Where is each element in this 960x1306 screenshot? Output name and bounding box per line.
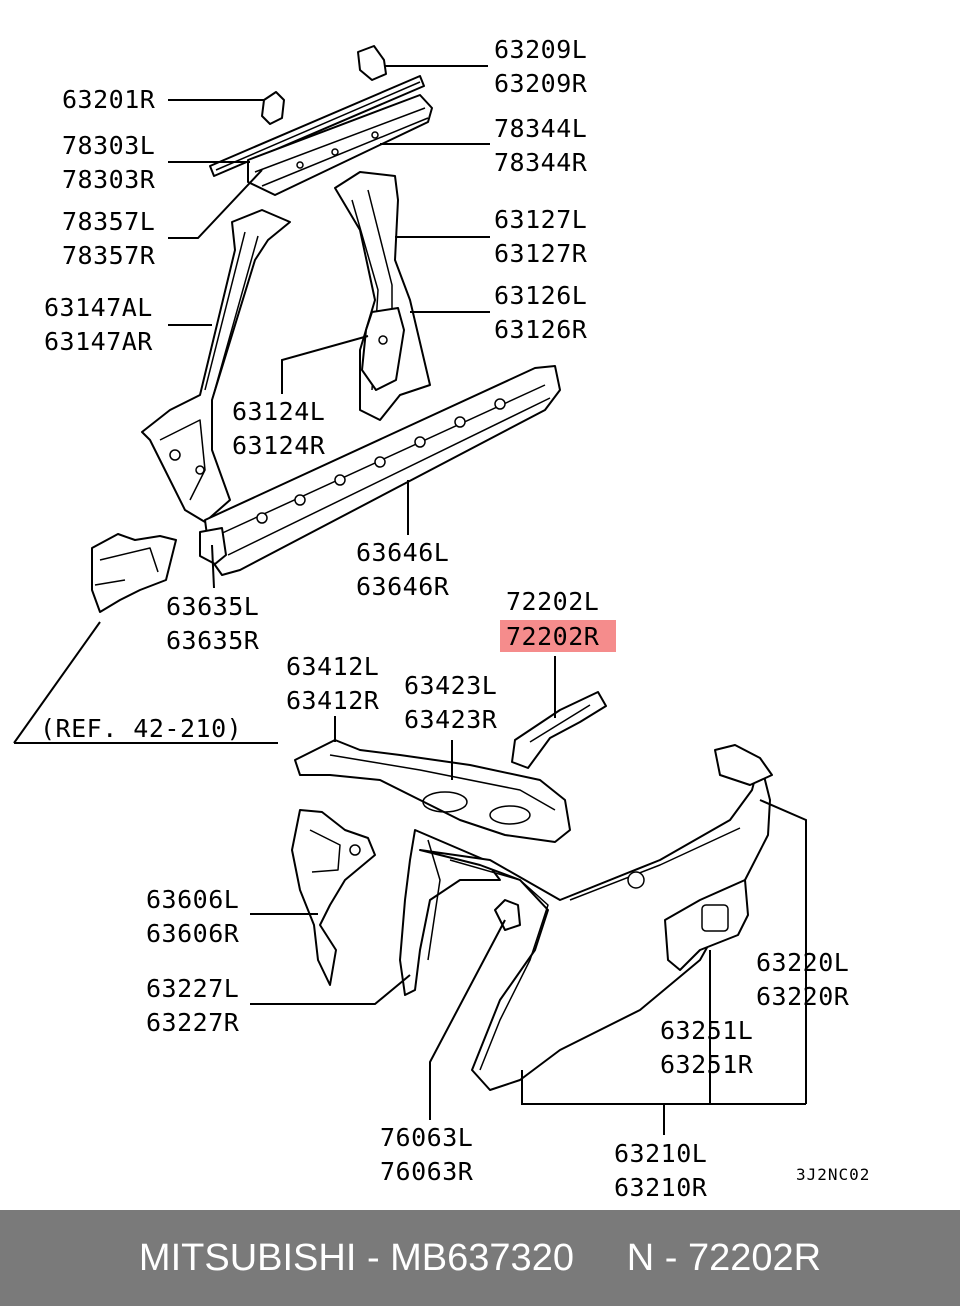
label-78303R: 78303R	[62, 165, 156, 194]
label-63646L: 63646L	[356, 538, 449, 567]
clip-63209	[357, 45, 387, 81]
inner-panel-63606	[291, 809, 376, 986]
label-63423L: 63423L	[404, 671, 497, 700]
label-63220L: 63220L	[756, 948, 849, 977]
label-63646R: 63646R	[356, 572, 450, 601]
label-76063L: 76063L	[380, 1123, 473, 1152]
label-63124R: 63124R	[232, 431, 326, 460]
diagram-code: 3J2NC02	[796, 1165, 870, 1184]
bracket-72202	[511, 691, 607, 769]
ref-part	[91, 533, 177, 613]
label-76063R: 76063R	[380, 1157, 474, 1186]
label-63201R: 63201R	[62, 85, 156, 114]
label-78344L: 78344L	[494, 114, 587, 143]
quarter-panel	[419, 744, 773, 1091]
label-63220R: 63220R	[756, 982, 850, 1011]
label-63210L: 63210L	[614, 1139, 707, 1168]
label-63126L: 63126L	[494, 281, 587, 310]
label-78303L: 78303L	[62, 131, 155, 160]
label-78357L: 78357L	[62, 207, 155, 236]
part-labels: 63209L 63209R 63201R 78344L 78344R 78303…	[40, 35, 870, 1202]
label-63126R: 63126R	[494, 315, 588, 344]
brace-76063	[494, 899, 521, 931]
label-63227L: 63227L	[146, 974, 239, 1003]
label-63209R: 63209R	[494, 69, 588, 98]
label-78344R: 78344R	[494, 148, 588, 177]
label-63606L: 63606L	[146, 885, 239, 914]
label-63412L: 63412L	[286, 652, 379, 681]
label-ref: (REF. 42-210)	[40, 714, 242, 743]
parts-diagram: 63209L 63209R 63201R 78344L 78344R 78303…	[13, 35, 870, 1202]
label-63606R: 63606R	[146, 919, 240, 948]
label-78357R: 78357R	[62, 241, 156, 270]
center-pillar	[334, 171, 431, 421]
label-63127R: 63127R	[494, 239, 588, 268]
label-63635L: 63635L	[166, 592, 259, 621]
label-63423R: 63423R	[404, 705, 498, 734]
label-63209L: 63209L	[494, 35, 587, 64]
label-63210R: 63210R	[614, 1173, 708, 1202]
footer-part-info: MITSUBISHI - MB637320 N - 72202R	[138, 1236, 822, 1279]
footer-bar: MITSUBISHI - MB637320 N - 72202R	[0, 1210, 960, 1306]
label-63124L: 63124L	[232, 397, 325, 426]
roof-rail-inner	[247, 94, 433, 196]
label-72202L: 72202L	[506, 587, 599, 616]
label-63251R: 63251R	[660, 1050, 754, 1079]
label-63227R: 63227R	[146, 1008, 240, 1037]
side-sill	[204, 365, 561, 576]
label-63147AL: 63147AL	[44, 293, 153, 322]
label-63412R: 63412R	[286, 686, 380, 715]
leader-lines	[13, 65, 807, 1135]
label-63635R: 63635R	[166, 626, 260, 655]
label-63127L: 63127L	[494, 205, 587, 234]
bracket-63201	[261, 91, 285, 125]
label-63147AR: 63147AR	[44, 327, 153, 356]
roof-side-rail	[209, 75, 425, 177]
quarter-extension	[664, 879, 749, 971]
highlight-box	[500, 620, 616, 652]
wheelhouse-upper-panel	[294, 739, 571, 843]
label-72202R: 72202R	[506, 622, 600, 651]
label-63251L: 63251L	[660, 1016, 753, 1045]
front-pillar	[141, 209, 291, 523]
